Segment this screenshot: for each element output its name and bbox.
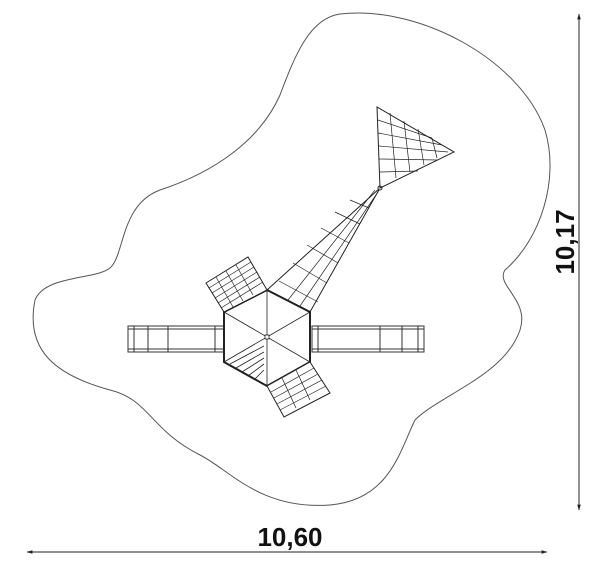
climbing-net	[266, 185, 383, 313]
height-dimension-label: 10,17	[550, 209, 580, 274]
left-bridge	[127, 325, 227, 353]
safety-zone-outline	[32, 12, 551, 506]
right-bridge	[311, 325, 425, 353]
triangular-net	[376, 106, 456, 189]
width-dimension-label: 10,60	[257, 522, 322, 552]
climbing-wall-upper-left	[205, 256, 268, 313]
climbing-ramp-lower-right	[266, 361, 331, 418]
